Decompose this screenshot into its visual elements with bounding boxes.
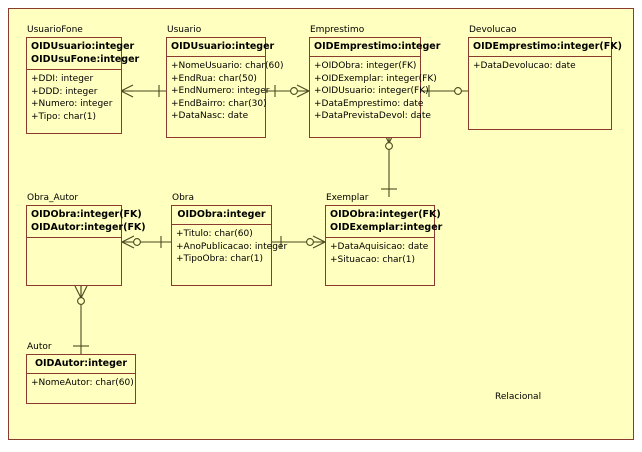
entity-exemplar[interactable]: Exemplar OIDObra:integer(FK) OIDExemplar… (325, 193, 443, 286)
entity-usuariofone[interactable]: UsuarioFone OIDUsuario:integer OIDUsuFon… (26, 25, 140, 134)
attr-row: +TipoObra: char(1) (176, 254, 264, 264)
key-row: OIDObra:integer(FK) (31, 209, 142, 220)
entity-emprestimo[interactable]: Emprestimo OIDEmprestimo:integer +OIDObr… (309, 25, 441, 138)
attr-row: +DDI: integer (31, 74, 94, 84)
connector-obraautor-obra[interactable] (121, 235, 171, 249)
key-section-usuario: OIDUsuario:integer (167, 38, 275, 57)
attr-row: +OIDExemplar: integer(FK) (314, 73, 437, 84)
attr-row: +Numero: integer (31, 99, 113, 109)
key-row: OIDUsuario:integer (171, 41, 275, 52)
key-section-usuariofone: OIDUsuario:integer OIDUsuFone:integer (27, 38, 140, 70)
connector-emprestimo-exemplar[interactable] (381, 130, 397, 197)
key-row: OIDAutor:integer (34, 358, 128, 369)
attr-row: +EndNumero: integer (171, 86, 270, 96)
entity-title-emprestimo: Emprestimo (310, 25, 365, 35)
diagram-note-relacional: Relacional (495, 392, 542, 402)
entity-obra-autor[interactable]: Obra_Autor OIDObra:integer(FK) OIDAutor:… (26, 193, 146, 286)
attr-row: +DataDevolucao: date (473, 61, 576, 71)
connector-obraautor-autor[interactable] (73, 285, 89, 354)
attr-row: +DataNasc: date (171, 111, 249, 121)
attr-section-usuario: +NomeUsuario: char(60) +EndRua: char(50)… (167, 57, 284, 126)
attr-row: +DataAquisicao: date (330, 242, 429, 252)
key-row: OIDEmprestimo:integer(FK) (473, 41, 622, 52)
entity-obra[interactable]: Obra OIDObra:integer +Titulo: char(60) +… (171, 193, 288, 286)
entity-title-exemplar: Exemplar (326, 193, 369, 203)
key-section-autor: OIDAutor:integer (27, 355, 135, 374)
attr-row: +AnoPublicacao: integer (176, 241, 288, 252)
attr-row: +DDD: integer (31, 86, 98, 97)
key-row: OIDEmprestimo:integer (314, 41, 441, 52)
entity-title-usuario: Usuario (167, 25, 202, 35)
entity-title-obra-autor: Obra_Autor (27, 193, 79, 203)
attr-row: +NomeAutor: char(60) (31, 378, 134, 388)
attr-section-devolucao: +DataDevolucao: date (469, 57, 611, 76)
connector-usuariofone-usuario[interactable] (120, 84, 169, 98)
connector-emprestimo-devolucao[interactable] (421, 85, 468, 97)
attr-section-exemplar: +DataAquisicao: date +Situacao: char(1) (326, 238, 434, 269)
key-section-emprestimo: OIDEmprestimo:integer (310, 38, 441, 57)
key-row: OIDObra:integer (177, 209, 266, 220)
attr-section-usuariofone: +DDI: integer +DDD: integer +Numero: int… (27, 70, 121, 126)
attr-row: +DataEmprestimo: date (314, 98, 424, 109)
attr-row: +Situacao: char(1) (330, 254, 415, 265)
key-row: OIDObra:integer(FK) (330, 209, 441, 220)
key-row: OIDExemplar:integer (330, 222, 443, 233)
key-section-obra: OIDObra:integer (172, 206, 271, 225)
attr-section-autor: +NomeAutor: char(60) (27, 374, 135, 393)
entity-title-autor: Autor (27, 342, 52, 352)
key-row: OIDUsuFone:integer (31, 54, 140, 65)
connector-usuario-emprestimo[interactable] (266, 84, 310, 98)
diagram-canvas: UsuarioFone OIDUsuario:integer OIDUsuFon… (8, 8, 634, 440)
key-section-devolucao: OIDEmprestimo:integer(FK) (469, 38, 622, 57)
attr-row: +Tipo: char(1) (31, 111, 96, 122)
key-section-exemplar: OIDObra:integer(FK) OIDExemplar:integer (326, 206, 443, 238)
attr-section-obra: +Titulo: char(60) +AnoPublicacao: intege… (172, 225, 288, 269)
key-section-obra-autor: OIDObra:integer(FK) OIDAutor:integer(FK) (27, 206, 146, 238)
connector-obra-exemplar[interactable] (272, 235, 326, 249)
attr-row: +Titulo: char(60) (176, 229, 253, 239)
attr-row: +OIDObra: integer(FK) (314, 61, 417, 71)
entity-title-usuariofone: UsuarioFone (27, 25, 83, 35)
attr-row: +NomeUsuario: char(60) (171, 61, 284, 71)
entity-title-obra: Obra (172, 193, 195, 203)
entity-usuario[interactable]: Usuario OIDUsuario:integer +NomeUsuario:… (166, 25, 284, 138)
key-row: OIDAutor:integer(FK) (31, 222, 146, 233)
attr-row: +EndRua: char(50) (171, 73, 257, 84)
attr-row: +EndBairro: char(30) (171, 98, 267, 109)
attr-row: +OIDUsuario: integer(FK) (314, 86, 429, 96)
relationship-connectors (73, 84, 468, 354)
key-row: OIDUsuario:integer (31, 41, 135, 52)
entity-devolucao[interactable]: Devolucao OIDEmprestimo:integer(FK) +Dat… (468, 25, 622, 130)
entity-autor[interactable]: Autor OIDAutor:integer +NomeAutor: char(… (26, 342, 136, 404)
attr-row: +DataPrevistaDevol: date (314, 111, 431, 121)
entity-title-devolucao: Devolucao (469, 25, 517, 35)
attr-section-obra-autor (27, 238, 121, 244)
attr-section-emprestimo: +OIDObra: integer(FK) +OIDExemplar: inte… (310, 57, 437, 126)
